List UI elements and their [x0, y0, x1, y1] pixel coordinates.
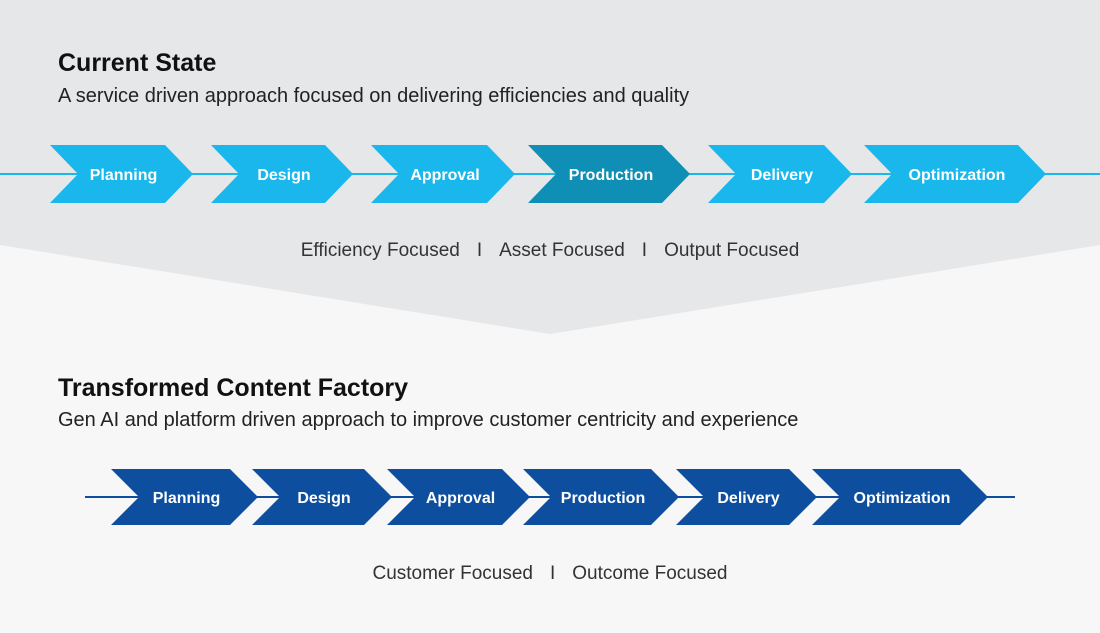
flow-step-design: Design — [211, 145, 353, 203]
flow-step-approval: Approval — [371, 145, 515, 203]
chevron-shape — [211, 145, 353, 203]
flow-step-label: Delivery — [717, 490, 779, 507]
flow-step-label: Optimization — [909, 167, 1006, 184]
flow-step-label: Delivery — [751, 167, 813, 184]
focus-label: Output Focused — [664, 240, 800, 261]
focus-separator: I — [641, 240, 648, 261]
focus-separator: I — [476, 240, 483, 261]
chevron-shape — [252, 469, 392, 525]
focus-label: Asset Focused — [499, 240, 625, 261]
current-state-title: Current State — [58, 49, 217, 77]
flow-step-label: Production — [569, 167, 653, 184]
current-state-focus-row: Efficiency Focused I Asset Focused I Output … — [0, 240, 1100, 262]
flow-step-optimization: Optimization — [864, 145, 1046, 203]
chevron-shape — [387, 469, 530, 525]
flow-step-label: Planning — [153, 490, 221, 507]
transformed-title: Transformed Content Factory — [58, 374, 409, 402]
focus-label: Efficiency Focused — [300, 240, 460, 261]
flow-step-label: Planning — [90, 167, 158, 184]
flow-step-planning: Planning — [50, 145, 193, 203]
focus-separator: I — [549, 563, 556, 584]
flow-step-approval: Approval — [387, 469, 530, 525]
flow-step-label: Optimization — [854, 490, 951, 507]
current-state-subtitle: A service driven approach focused on del… — [58, 85, 690, 107]
chevron-shape — [676, 469, 817, 525]
transformed-subtitle: Gen AI and platform driven approach to i… — [58, 409, 799, 431]
flow-step-delivery: Delivery — [676, 469, 817, 525]
chevron-shape — [371, 145, 515, 203]
flow-step-label: Approval — [410, 167, 479, 184]
flow-step-production: Production — [523, 469, 679, 525]
chevron-shape — [50, 145, 193, 203]
flow-step-label: Production — [561, 490, 645, 507]
chevron-shape — [708, 145, 852, 203]
chevron-shape — [111, 469, 258, 525]
flow-step-label: Approval — [426, 490, 495, 507]
chevron-shape — [523, 469, 679, 525]
focus-label: Outcome Focused — [572, 563, 728, 584]
flow-step-design: Design — [252, 469, 392, 525]
chevron-shape — [528, 145, 690, 203]
flow-step-label: Design — [257, 167, 310, 184]
focus-label: Customer Focused — [372, 563, 533, 584]
flow-step-optimization: Optimization — [812, 469, 988, 525]
flow-step-production: Production — [528, 145, 690, 203]
flow-step-planning: Planning — [111, 469, 258, 525]
chevron-shape — [864, 145, 1046, 203]
flow-step-label: Design — [297, 490, 350, 507]
chevron-shape — [812, 469, 988, 525]
transformed-focus-row: Customer Focused I Outcome Focused — [0, 563, 1100, 585]
flow-step-delivery: Delivery — [708, 145, 852, 203]
